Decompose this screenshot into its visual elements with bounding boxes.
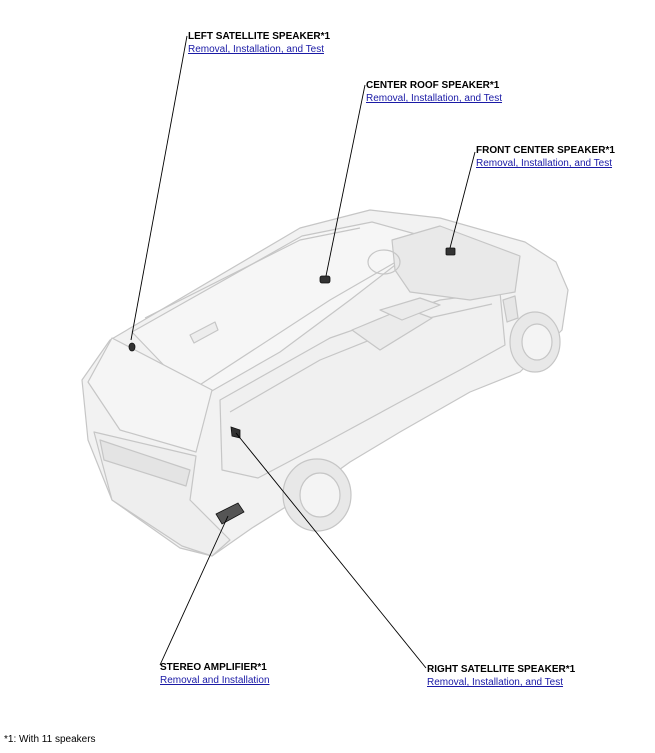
vehicle-illustration: [81, 209, 569, 557]
roof-rail: [194, 247, 421, 389]
seat: [379, 297, 441, 321]
footnote: *1: With 11 speakers: [4, 734, 96, 745]
leader-right-satellite: [235, 432, 427, 669]
leader-front-center: [449, 151, 476, 249]
label-stereo-amplifier: STEREO AMPLIFIER*1 Removal and Installat…: [160, 662, 270, 686]
leader-lines: [130, 35, 476, 669]
tail-light: [99, 439, 191, 487]
label-left-satellite-speaker: LEFT SATELLITE SPEAKER*1 Removal, Instal…: [188, 31, 330, 55]
left-satellite-speaker-title: LEFT SATELLITE SPEAKER*1: [188, 31, 331, 42]
side-mirror: [502, 295, 519, 323]
front-wheel-hub: [521, 323, 553, 361]
roof-rail: [144, 227, 361, 319]
label-front-center-speaker: FRONT CENTER SPEAKER*1 Removal, Installa…: [476, 145, 615, 169]
center-roof-speaker-link[interactable]: Removal, Installation, and Test: [366, 93, 503, 104]
front-center-speaker-title: FRONT CENTER SPEAKER*1: [476, 145, 615, 156]
front-center-speaker-link[interactable]: Removal, Installation, and Test: [476, 158, 613, 169]
stereo-amplifier-marker: [215, 502, 245, 525]
left-satellite-speaker-marker: [128, 342, 136, 352]
stereo-amplifier-link[interactable]: Removal and Installation: [160, 675, 270, 686]
leader-left-satellite: [130, 35, 188, 341]
dashboard: [391, 225, 521, 301]
left-satellite-speaker-link[interactable]: Removal, Installation, and Test: [188, 44, 325, 55]
leader-stereo-amplifier: [159, 515, 229, 666]
rear-window: [87, 337, 213, 453]
center-roof-speaker-marker: [319, 275, 331, 284]
rear-wheel-hub: [299, 472, 341, 518]
stereo-amplifier-title: STEREO AMPLIFIER*1: [160, 662, 267, 673]
roof-recess: [189, 321, 219, 344]
right-satellite-speaker-link[interactable]: Removal, Installation, and Test: [427, 677, 564, 688]
label-center-roof-speaker: CENTER ROOF SPEAKER*1 Removal, Installat…: [366, 80, 502, 104]
steering-wheel: [367, 249, 401, 275]
seat: [351, 307, 433, 351]
leader-center-roof: [325, 84, 366, 277]
right-satellite-speaker-title: RIGHT SATELLITE SPEAKER*1: [427, 664, 576, 675]
label-right-satellite-speaker: RIGHT SATELLITE SPEAKER*1 Removal, Insta…: [427, 664, 575, 688]
front-center-speaker-marker: [445, 247, 456, 256]
center-roof-speaker-title: CENTER ROOF SPEAKER*1: [366, 80, 500, 91]
